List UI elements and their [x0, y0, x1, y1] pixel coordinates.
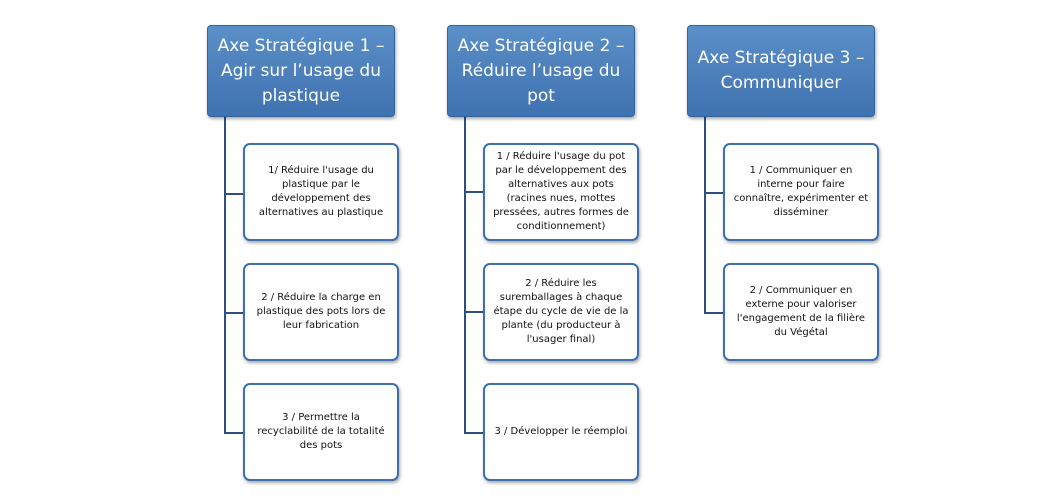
axis-2-action-2-box: 2 / Réduire les suremballages à chaque é…: [483, 263, 639, 361]
axis-2-action-2-text: 2 / Réduire les suremballages à chaque é…: [493, 278, 629, 345]
axis-1-action-1-box: 1/ Réduire l'usage du plastique par le d…: [243, 143, 399, 241]
axis-1-title: Axe Stratégique 1 – Agir sur l’usage du …: [217, 35, 385, 106]
axis-3-header: Axe Stratégique 3 – Communiquer: [687, 25, 875, 117]
axis-1-action-1-text: 1/ Réduire l'usage du plastique par le d…: [258, 165, 384, 218]
axis-2-action-3-box: 3 / Développer le réemploi: [483, 383, 639, 481]
axis-1-action-3-box: 3 / Permettre la recyclabilité de la tot…: [243, 383, 399, 481]
axis-3-action-2-box: 2 / Communiquer en externe pour valorise…: [723, 263, 879, 361]
axis-3-title: Axe Stratégique 3 – Communiquer: [697, 48, 865, 93]
axis-3-action-2-text: 2 / Communiquer en externe pour valorise…: [736, 285, 866, 338]
axis-1-action-2-text: 2 / Réduire la charge en plastique des p…: [256, 292, 386, 331]
axis-2-action-1-text: 1 / Réduire l'usage du pot par le dévelo…: [493, 151, 629, 232]
axis-1-action-3-text: 3 / Permettre la recyclabilité de la tot…: [257, 412, 385, 451]
axis-3-action-1-box: 1 / Communiquer en interne pour faire co…: [723, 143, 879, 241]
axis-2-action-1-box: 1 / Réduire l'usage du pot par le dévelo…: [483, 143, 639, 241]
axis-2-title: Axe Stratégique 2 – Réduire l’usage du p…: [457, 35, 625, 106]
axis-2-action-3-text: 3 / Développer le réemploi: [494, 426, 628, 437]
axis-1-action-2-box: 2 / Réduire la charge en plastique des p…: [243, 263, 399, 361]
axis-1-header: Axe Stratégique 1 – Agir sur l’usage du …: [207, 25, 395, 117]
axis-2-header: Axe Stratégique 2 – Réduire l’usage du p…: [447, 25, 635, 117]
axis-3-action-1-text: 1 / Communiquer en interne pour faire co…: [733, 165, 869, 218]
